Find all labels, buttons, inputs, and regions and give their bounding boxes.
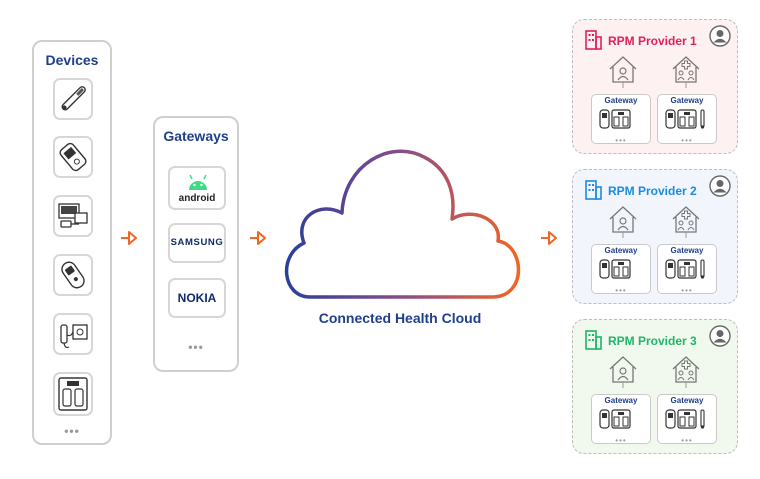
- cloud-icon: [285, 149, 521, 299]
- clinic-icon: [672, 356, 700, 388]
- device-pulse-oximeter-tile[interactable]: [53, 136, 93, 178]
- arrow-right-icon: [250, 231, 266, 245]
- provider-gateway-box[interactable]: Gateway •••: [657, 394, 717, 445]
- gateway-android-tile[interactable]: android: [168, 166, 226, 210]
- gateways-title: Gateways: [163, 128, 229, 144]
- user-avatar-icon: [709, 325, 731, 347]
- blood-pressure-monitor-icon: [60, 324, 88, 349]
- device-glucose-meter-tile[interactable]: [53, 195, 93, 237]
- clinic-icon: [672, 56, 700, 88]
- rpm-provider-2[interactable]: RPM Provider 2 Gateway ••• Gateway: [572, 169, 738, 304]
- gateway-label: Gateway: [604, 396, 638, 405]
- cloud-label: Connected Health Cloud: [318, 310, 482, 326]
- wearable-remote-icon: [61, 261, 85, 289]
- clinic-icon: [672, 206, 700, 238]
- device-wearable-tile[interactable]: [53, 254, 93, 296]
- gateway-label: Gateway: [670, 96, 704, 105]
- gateway-dots: •••: [615, 436, 627, 445]
- gateways-panel: Gateways android SAMSUNG NOKIA •••: [153, 116, 239, 372]
- gateway-label: Gateway: [604, 246, 638, 255]
- device-blood-pressure-tile[interactable]: [53, 313, 93, 355]
- provider-name: RPM Provider 2: [608, 184, 697, 198]
- scale-thermometer-icon: [665, 109, 705, 129]
- provider-gateway-box[interactable]: Gateway •••: [657, 94, 717, 145]
- gateway-label: Gateway: [670, 396, 704, 405]
- rpm-provider-1[interactable]: RPM Provider 1 Gateway ••• Gateway: [572, 19, 738, 154]
- gateway-samsung-label: SAMSUNG: [170, 237, 224, 248]
- scale-thermometer-icon: [665, 409, 705, 429]
- gateway-samsung-tile[interactable]: SAMSUNG: [168, 223, 226, 263]
- arrow-right-icon: [541, 231, 557, 245]
- gateway-nokia-label: NOKIA: [177, 291, 217, 305]
- gateway-label: Gateway: [604, 96, 638, 105]
- device-thermometer-tile[interactable]: [53, 78, 93, 120]
- gateway-android-label: android: [178, 193, 216, 204]
- gateway-dots: •••: [615, 136, 627, 145]
- thermometer-icon: [61, 86, 86, 111]
- provider-gateway-box[interactable]: Gateway •••: [591, 244, 651, 295]
- provider-name: RPM Provider 3: [608, 334, 697, 348]
- building-icon: [585, 330, 602, 350]
- devices-title: Devices: [45, 52, 99, 68]
- home-icon: [609, 56, 637, 88]
- oximeter-scale-icon: [599, 109, 631, 129]
- home-icon: [609, 356, 637, 388]
- device-scale-tile[interactable]: [53, 372, 93, 416]
- devices-panel: Devices: [32, 40, 112, 445]
- rpm-provider-3[interactable]: RPM Provider 3 Gateway ••• Gateway: [572, 319, 738, 454]
- provider-gateway-box[interactable]: Gateway •••: [591, 94, 651, 145]
- user-avatar-icon: [709, 25, 731, 47]
- devices-more: •••: [64, 424, 80, 438]
- home-icon: [609, 206, 637, 238]
- oximeter-scale-icon: [599, 409, 631, 429]
- building-icon: [585, 180, 602, 200]
- pulse-oximeter-icon: [59, 142, 87, 172]
- gateway-dots: •••: [615, 286, 627, 295]
- user-avatar-icon: [709, 175, 731, 197]
- arrow-right-icon: [121, 231, 137, 245]
- gateways-more: •••: [188, 340, 204, 354]
- glucose-meter-icon: [58, 203, 88, 228]
- gateway-dots: •••: [681, 436, 693, 445]
- provider-name: RPM Provider 1: [608, 34, 697, 48]
- gateway-label: Gateway: [670, 246, 704, 255]
- gateway-dots: •••: [681, 286, 693, 295]
- oximeter-scale-icon: [599, 259, 631, 279]
- gateway-dots: •••: [681, 136, 693, 145]
- gateway-nokia-tile[interactable]: NOKIA: [168, 278, 226, 318]
- scale-thermometer-icon: [665, 259, 705, 279]
- weight-scale-icon: [58, 377, 88, 411]
- android-robot-icon: [189, 174, 207, 190]
- provider-gateway-box[interactable]: Gateway •••: [657, 244, 717, 295]
- building-icon: [585, 30, 602, 50]
- provider-gateway-box[interactable]: Gateway •••: [591, 394, 651, 445]
